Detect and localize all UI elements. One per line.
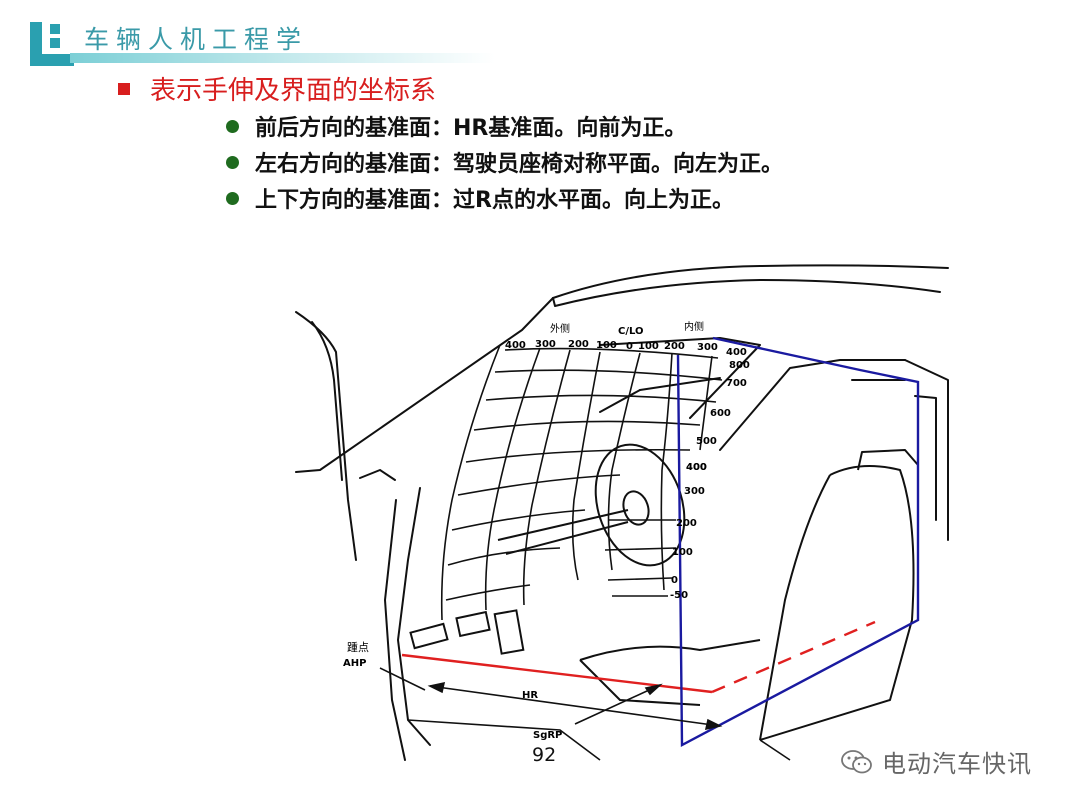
- reference-box-outline: [676, 336, 920, 747]
- watermark: 电动汽车快讯: [840, 744, 1032, 779]
- ahp-label: AHP: [343, 658, 366, 669]
- height-scale-label: 800: [729, 360, 750, 371]
- hr-plane-line-dashed: [711, 620, 876, 694]
- height-scale-label: 300: [684, 486, 705, 497]
- wechat-icon: [841, 749, 872, 773]
- sgrp-label: SgRP: [533, 730, 562, 741]
- bullet-item: 上下方向的基准面：过R点的水平面。向上为正。: [226, 180, 783, 216]
- watermark-text: 电动汽车快讯: [882, 750, 1032, 778]
- inner-side-label: 内侧: [684, 320, 704, 333]
- pedals: [409, 609, 525, 655]
- bullet-suffix: 点的水平面。向上为正。: [491, 188, 734, 213]
- lateral-scale-label: 100: [638, 341, 659, 352]
- height-scale-label: 400: [686, 462, 707, 473]
- heel-point-label: 踵点: [347, 640, 369, 654]
- bullet-text: 前后方向的基准面：HR基准面。向前为正。: [255, 110, 686, 142]
- course-title: 车辆人机工程学: [84, 25, 309, 54]
- lateral-scale-label: 0: [626, 341, 633, 352]
- height-scale-label: -50: [670, 590, 688, 601]
- lateral-scale-label: 400: [505, 340, 526, 351]
- course-logo: [30, 22, 74, 66]
- reach-envelope-grid: [440, 344, 723, 621]
- hr-dimension-label: HR: [522, 690, 538, 701]
- seat-outline: [579, 449, 919, 741]
- lower-height-scale: 400 300 200 100 0 -50: [670, 462, 707, 601]
- bullet-bold-term: R: [475, 188, 492, 213]
- bullet-prefix: 上下方向的基准面：过: [255, 188, 476, 213]
- bullet-item: 前后方向的基准面：HR基准面。向前为正。: [226, 108, 783, 144]
- height-scale-label: 500: [696, 436, 717, 447]
- round-bullet-icon: [226, 155, 239, 169]
- lateral-scale-label: 300: [697, 342, 718, 353]
- lateral-scale-label: 100: [596, 340, 617, 351]
- bullet-suffix: 基准面。向前为正。: [488, 116, 687, 141]
- title-underline-bar: [70, 53, 495, 63]
- height-scale-label: 200: [676, 518, 697, 529]
- seat-pan-and-floor: [407, 719, 791, 761]
- bullet-bold-term: HR: [453, 116, 489, 141]
- height-scale-label: 400: [686, 462, 707, 473]
- lateral-scale-label: 300: [535, 339, 556, 350]
- dimension-arrows: [379, 667, 723, 731]
- height-scale-label: 700: [726, 378, 747, 389]
- square-bullet-icon: [118, 82, 130, 95]
- car-body-outline: [295, 264, 949, 761]
- outer-side-label: 外侧: [550, 322, 570, 335]
- centerline-label: C/LO: [618, 326, 644, 337]
- round-bullet-icon: [226, 119, 239, 133]
- bullet-prefix: 左右方向的基准面：: [255, 152, 454, 177]
- bullet-text: 上下方向的基准面：过R点的水平面。向上为正。: [255, 182, 734, 214]
- bullet-suffix: 驾驶员座椅对称平面。向左为正。: [453, 152, 784, 177]
- lateral-scale: 400 300 200 100 0 100 200 300 400: [505, 339, 747, 358]
- page-number: 92: [532, 744, 557, 766]
- height-scale-label: 600: [710, 408, 731, 419]
- lateral-scale-label: 200: [664, 341, 685, 352]
- section-heading: 表示手伸及界面的坐标系: [118, 70, 436, 107]
- section-heading-text: 表示手伸及界面的坐标系: [150, 76, 437, 106]
- bullet-prefix: 前后方向的基准面：: [255, 116, 454, 141]
- lateral-scale-label: 400: [726, 347, 747, 358]
- bullet-item: 左右方向的基准面：驾驶员座椅对称平面。向左为正。: [226, 144, 783, 180]
- bullet-text: 左右方向的基准面：驾驶员座椅对称平面。向左为正。: [255, 146, 783, 178]
- round-bullet-icon: [226, 191, 239, 205]
- height-scale-label: 100: [672, 547, 693, 558]
- hr-plane-line: [401, 653, 713, 694]
- height-scale-label: 0: [671, 575, 678, 586]
- upper-height-scale: 800 700 600 500 400: [686, 360, 750, 473]
- lateral-scale-label: 200: [568, 339, 589, 350]
- bullet-list: 前后方向的基准面：HR基准面。向前为正。 左右方向的基准面：驾驶员座椅对称平面。…: [226, 108, 783, 216]
